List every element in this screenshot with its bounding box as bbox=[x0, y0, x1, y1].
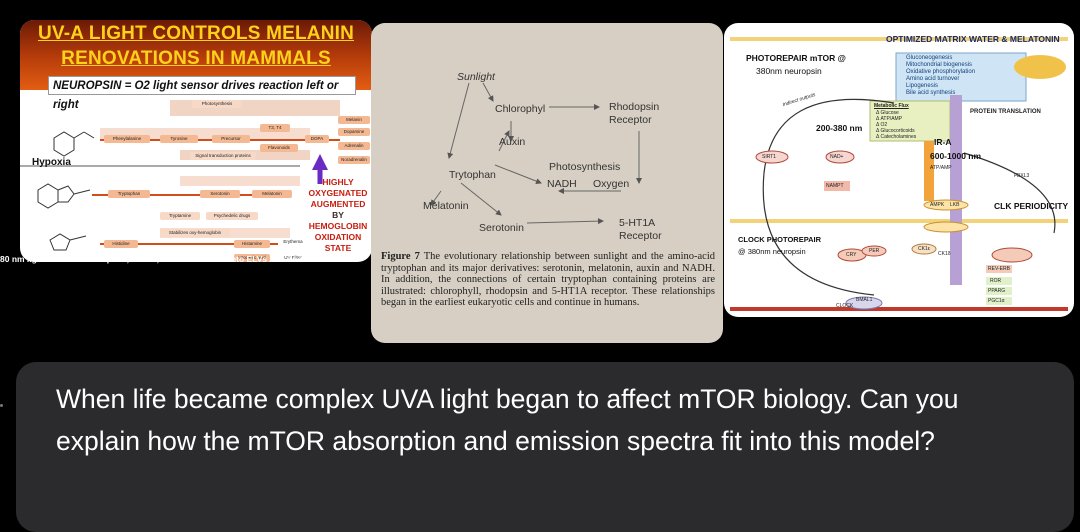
clock-photorepair: CLOCK PHOTOREPAIR bbox=[738, 235, 822, 244]
box-dopa: DOPA bbox=[305, 135, 329, 143]
box-histamine: Histamine bbox=[234, 240, 270, 248]
mtor-diagram bbox=[730, 37, 1068, 311]
node-nampt: NAMPT bbox=[826, 183, 844, 189]
hypoxia-label: Hypoxia bbox=[32, 157, 71, 168]
list-item-5: Lipogenesis bbox=[906, 83, 939, 89]
node-ck1e: CK1ε bbox=[918, 246, 930, 252]
label-chlorophyl: Chlorophyl bbox=[495, 103, 546, 115]
box-noradrenalin: Noradrenalin bbox=[338, 156, 370, 164]
image1-title-line2: RENOVATIONS IN MAMMALS bbox=[61, 48, 331, 69]
nm-200-380: 200-380 nm bbox=[816, 123, 863, 133]
label-tryptophan: Trytophan bbox=[449, 169, 496, 181]
list-item-6: Bile acid synthesis bbox=[906, 90, 956, 96]
box-urocanic: Urocanic acid bbox=[234, 254, 270, 262]
label-oxygen: Oxygen bbox=[593, 178, 630, 190]
metabolic-1: Δ Glucose bbox=[876, 110, 899, 116]
box-tryptophan: Tryptophan bbox=[108, 190, 150, 198]
box-psychedelic: Psychedelic drugs bbox=[206, 212, 258, 220]
label-serotonin: Serotonin bbox=[479, 222, 524, 234]
list-item-3: Oxidative phosphorylation bbox=[906, 69, 976, 75]
box-photosynthesis: Photosynthesis bbox=[192, 100, 242, 108]
label-5ht1a: 5-HT1A bbox=[619, 217, 656, 229]
metabolic-title: Metabolic Flux bbox=[874, 103, 909, 109]
label-rhodopsin: Rhodopsin bbox=[609, 101, 660, 113]
figure-caption-text: The evolutionary relationship between su… bbox=[381, 251, 715, 309]
red-text-7: STATE bbox=[324, 243, 352, 253]
list-item-4: Amino acid turnover bbox=[906, 76, 960, 82]
red-text-3: AUGMENTED bbox=[310, 199, 366, 209]
metabolic-2: Δ ATP/AMP bbox=[876, 116, 903, 122]
node-ror: ROR bbox=[990, 278, 1002, 284]
box-uv-filter: UV-Filter bbox=[278, 254, 308, 262]
label-nadh: NADH bbox=[547, 178, 577, 190]
figure-label: Figure 7 bbox=[381, 251, 420, 262]
photorepair-label-2: 380nm neuropsin bbox=[756, 66, 822, 76]
red-text-1: HIGHLY bbox=[322, 177, 354, 187]
box-t3t4: T3, T4 bbox=[260, 124, 290, 132]
box-histidine: Histidine bbox=[104, 240, 138, 248]
list-item-2: Mitochondrial biogenesis bbox=[906, 62, 973, 68]
metabolic-4: Δ Glucocorticoids bbox=[876, 128, 915, 134]
node-fbxl3: FBXL3 bbox=[1014, 173, 1030, 179]
red-text-5: HEMOGLOBIN bbox=[308, 221, 368, 231]
node-rev-erb: REV-ERB bbox=[988, 266, 1010, 272]
label-auxin: Auxin bbox=[499, 136, 526, 148]
user-message-bubble: When life became complex UVA light began… bbox=[16, 362, 1074, 532]
node-sirt1: SIRT1 bbox=[762, 154, 777, 160]
figure-caption: Figure 7 The evolutionary relationship b… bbox=[381, 251, 715, 309]
node-ampk: AMPK bbox=[930, 202, 945, 208]
image1-subtitle: NEUROPSIN = O2 light sensor drives react… bbox=[48, 76, 356, 111]
attached-image-mtor-melatonin[interactable]: OPTIMIZED MATRIX WATER & MELATONIN PHOTO… bbox=[724, 23, 1074, 317]
box-stabilizes-hemoglobin: Stabilizes oxy-hemoglobin bbox=[160, 229, 230, 237]
label-receptor-2: Receptor bbox=[619, 230, 662, 242]
clk-periodicity: CLK PERIODICITY bbox=[994, 201, 1069, 211]
node-pgc1a: PGC1α bbox=[988, 298, 1005, 304]
label-photosynthesis: Photosynthesis bbox=[549, 161, 621, 173]
node-cry: CRY bbox=[846, 252, 857, 258]
node-clock: CLOCK bbox=[836, 303, 854, 309]
box-serotonin: Serotonin bbox=[200, 190, 240, 198]
protein-translation: PROTEIN TRANSLATION bbox=[970, 109, 1041, 115]
box-signal-proteins: Signal transduction proteins bbox=[190, 152, 256, 160]
node-ck1d: CK1δ bbox=[938, 251, 951, 257]
user-message-text: When life became complex UVA light began… bbox=[56, 384, 959, 456]
side-marker bbox=[0, 404, 3, 407]
box-dopamine: Dopamine bbox=[338, 128, 370, 136]
box-melatonin: Melatonin bbox=[252, 190, 292, 198]
node-per: PER bbox=[869, 248, 880, 254]
evolution-diagram bbox=[430, 82, 642, 225]
photorepair-label: PHOTOREPAIR mTOR @ bbox=[746, 53, 846, 63]
clock-photorepair-2: @ 380nm neuropsin bbox=[738, 247, 806, 256]
box-precursor: Precursor bbox=[212, 135, 250, 143]
box-tyrosine: Tyrosine bbox=[160, 135, 198, 143]
label-sunlight: Sunlight bbox=[457, 71, 495, 83]
box-flavonoids: Flavonoids bbox=[260, 144, 298, 152]
label-melatonin: Melatonin bbox=[423, 200, 469, 212]
attached-image-sunlight-tryptophan[interactable]: Sunlight Chlorophyl Rhodopsin Receptor A… bbox=[371, 23, 723, 343]
list-item-1: Gluconeogenesis bbox=[906, 55, 953, 61]
box-phenylalanine: Phenylalanine bbox=[104, 135, 150, 143]
node-nad: NAD+ bbox=[830, 154, 844, 160]
image1-caption: 80 nm light controls neuropsin , mTOR, D… bbox=[0, 254, 340, 264]
box-melanin: Melanin bbox=[338, 116, 370, 124]
box-adrenalin: Adrenalin bbox=[338, 142, 370, 150]
red-text-6: OXIDATION bbox=[314, 232, 362, 242]
box-erythema: Erythema bbox=[278, 238, 308, 246]
ira-label: IR-A bbox=[934, 137, 952, 147]
red-text-4: BY bbox=[332, 210, 344, 220]
node-bmal1: BMAL1 bbox=[856, 297, 873, 303]
image3-title: OPTIMIZED MATRIX WATER & MELATONIN bbox=[886, 34, 1060, 44]
red-text-2: OXYGENATED bbox=[308, 188, 368, 198]
image1-title-line1: UV-A LIGHT CONTROLS MELANIN bbox=[37, 23, 355, 44]
attached-image-uva-melanin[interactable]: UV-A LIGHT CONTROLS MELANIN RENOVATIONS … bbox=[20, 20, 372, 262]
label-receptor: Receptor bbox=[609, 114, 652, 126]
node-lkb: LKB bbox=[950, 202, 960, 208]
box-tryptamine: Tryptamine bbox=[160, 212, 200, 220]
nm-600-1000: 600-1000 nm bbox=[930, 151, 982, 161]
metabolic-5: Δ Catecholamines bbox=[876, 134, 917, 140]
node-pparg: PPARG bbox=[988, 288, 1006, 294]
node-atp-amp: ATP/AMP bbox=[930, 165, 952, 171]
metabolic-3: Δ O2 bbox=[876, 122, 888, 128]
